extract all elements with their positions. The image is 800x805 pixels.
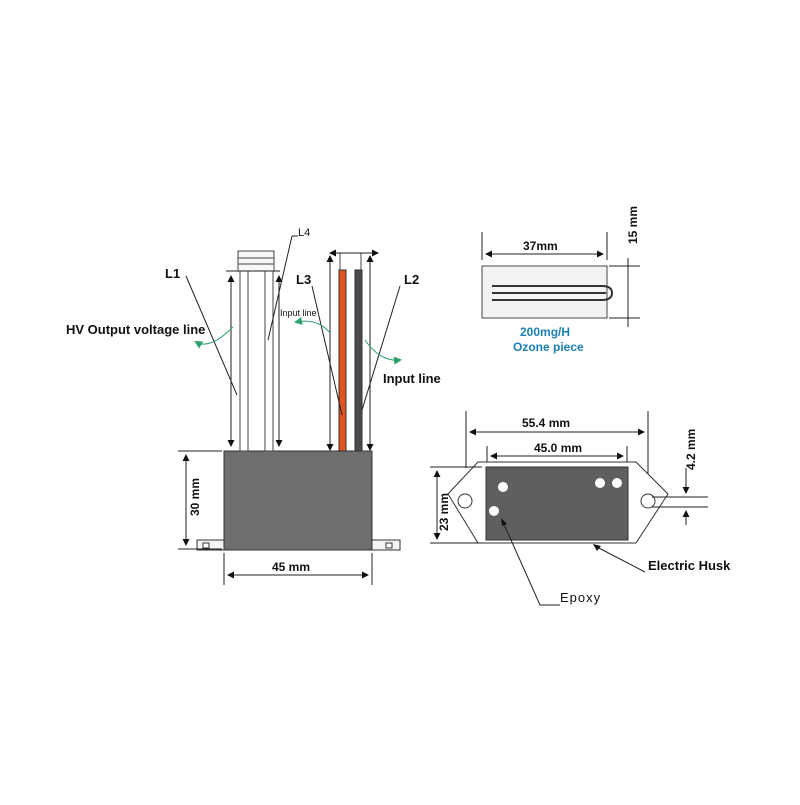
label-l4: L4 <box>298 227 310 239</box>
terminal-2 <box>595 478 605 488</box>
dim-plate-height-label: 15 mm <box>626 206 640 244</box>
epoxy-leader <box>502 521 560 606</box>
label-epoxy: Epoxy <box>560 590 601 605</box>
label-l3: L3 <box>296 272 311 287</box>
ozone-rating: 200mg/H <box>520 325 570 339</box>
input-wire-red <box>338 269 347 452</box>
dim-side-label: 4.2 mm <box>684 429 698 470</box>
transformer-side-view: L1 L4 L3 L2 HV Output voltage line Input… <box>66 227 441 585</box>
dim-length-label: 37mm <box>523 239 558 253</box>
label-electric-husk: Electric Husk <box>648 558 731 573</box>
dim-width-label: 45 mm <box>272 560 310 574</box>
terminal-4 <box>489 506 499 516</box>
input-wire-dark <box>354 269 363 452</box>
dim-outer-label: 55.4 mm <box>522 416 570 430</box>
label-l1: L1 <box>165 266 180 281</box>
hv-output-green-arrow <box>194 326 234 349</box>
label-hv-output-line: HV Output voltage line <box>66 322 205 337</box>
dim-mount-height-label: 23 mm <box>437 493 451 531</box>
terminal-1 <box>498 482 508 492</box>
dim-inner-label: 45.0 mm <box>534 441 582 455</box>
label-l2: L2 <box>404 272 419 287</box>
input-line-small-arrow <box>294 316 331 334</box>
ozone-piece-view: 37mm 15 mm 200mg/H Ozone piece <box>481 206 640 354</box>
terminal-3 <box>612 478 622 488</box>
epoxy-fill <box>485 466 629 541</box>
ozone-electrode <box>492 285 614 301</box>
hv-wire-left <box>239 270 249 452</box>
label-input-line: Input line <box>383 371 441 386</box>
mount-top-view: 55.4 mm 45.0 mm 4.2 mm 23 mm Electric Hu… <box>430 411 731 606</box>
label-input-line-small: Input line <box>280 308 317 318</box>
dim-height-label: 30 mm <box>188 478 202 516</box>
ozone-name: Ozone piece <box>513 340 584 354</box>
mount-hole-left <box>457 493 473 509</box>
hv-wire-right <box>264 270 274 452</box>
husk-leader <box>594 545 646 573</box>
transformer-body <box>223 450 373 551</box>
mount-hole-right <box>640 493 656 509</box>
hv-cap <box>237 250 275 272</box>
input-line-green-arrow <box>364 339 402 365</box>
